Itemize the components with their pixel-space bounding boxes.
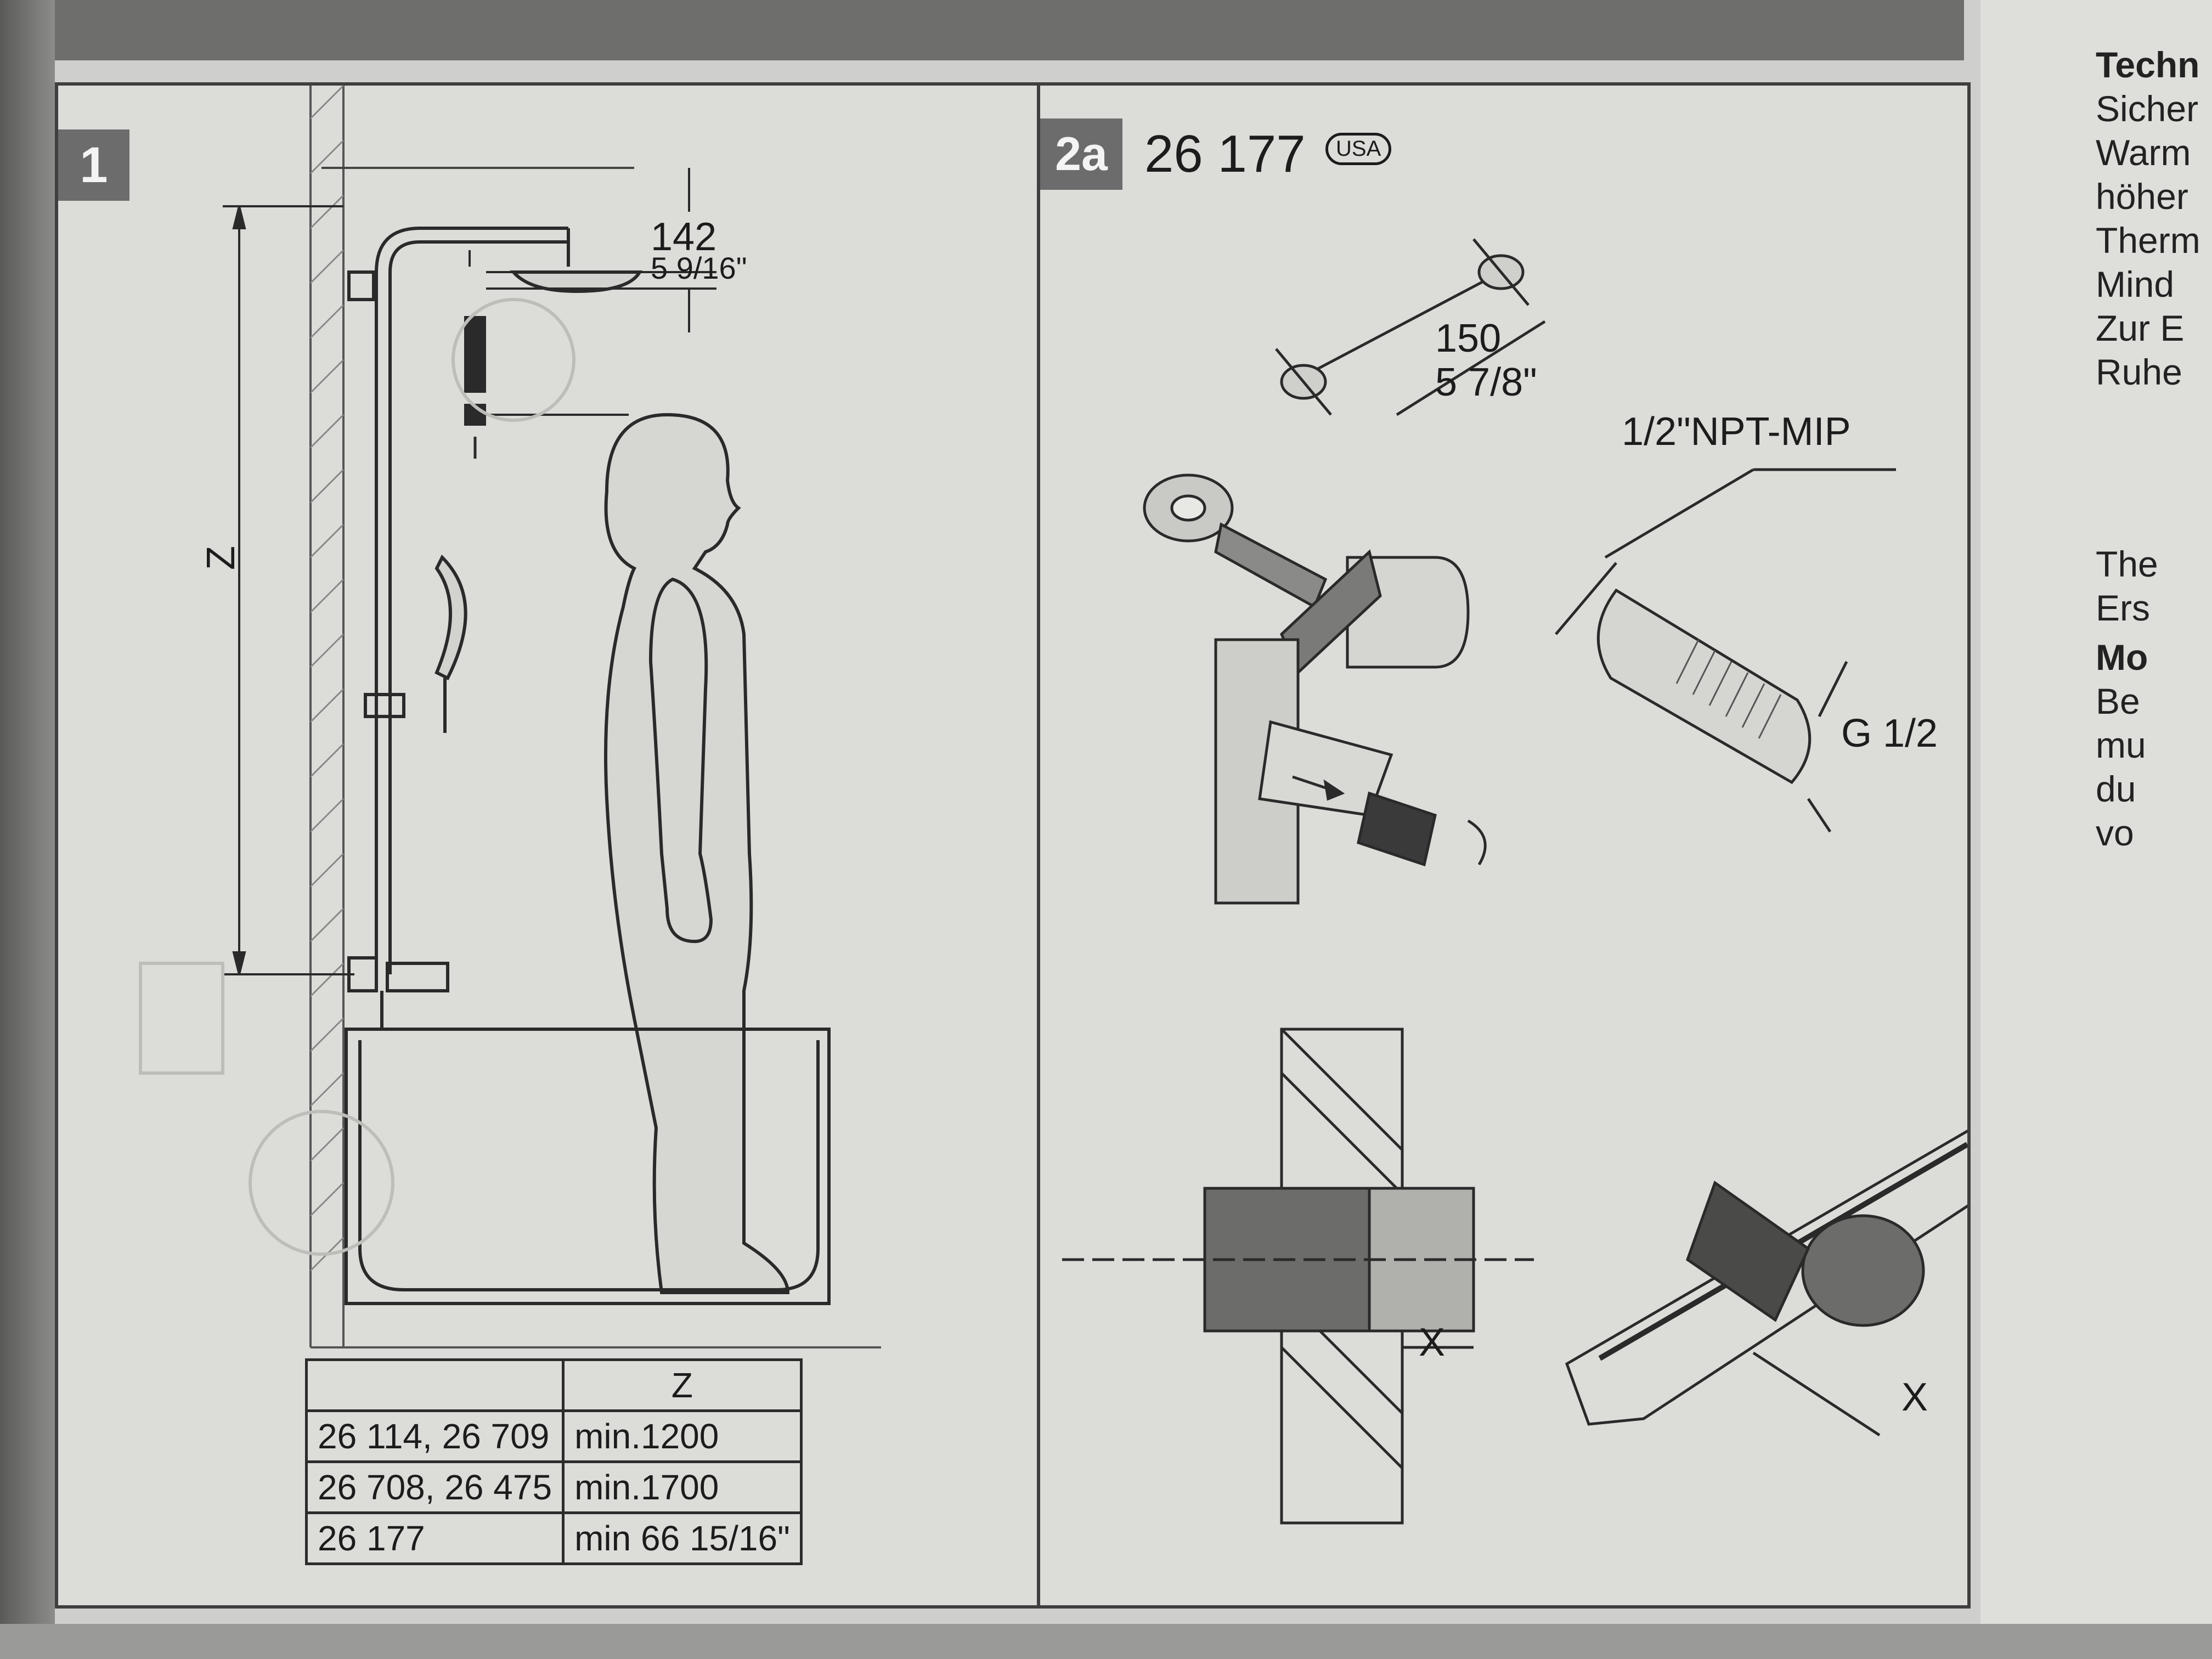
- table-row: 26 708, 26 475 min.1700: [304, 1460, 803, 1514]
- teflon-tape: [1143, 473, 1328, 609]
- hacksaw: [1565, 1129, 1967, 1437]
- step-number-badge: 1: [58, 129, 129, 201]
- adjacent-page-text: Warm: [2096, 132, 2191, 173]
- shower-height-illustration: [139, 86, 881, 1348]
- table-row: 26 114, 26 709 min.1200: [304, 1409, 803, 1463]
- adjacent-page-text: du: [2096, 769, 2136, 809]
- z-height-table: Z 26 114, 26 709 min.1200 26 708, 26 475…: [304, 1358, 803, 1565]
- dimension-142: [469, 168, 716, 416]
- npt-fitting: [1555, 468, 1896, 833]
- step-number-badge: 2a: [1040, 119, 1122, 190]
- table-row: 26 177 min 66 15/16": [304, 1511, 803, 1565]
- person-silhouette: [604, 413, 790, 1294]
- dim-150-label: 150: [1435, 317, 1502, 360]
- escutcheon-spacing: [1275, 238, 1546, 416]
- wall: [309, 86, 881, 1348]
- g-thread-label: G 1/2: [1841, 712, 1938, 755]
- adjacent-page: [1980, 0, 2212, 1659]
- table-header-row: Z: [304, 1358, 803, 1412]
- step-2a-panel: 2a 26 177 USA: [1037, 82, 1971, 1609]
- step-1-panel: 1: [55, 82, 1043, 1609]
- table-cell: [304, 1358, 565, 1412]
- npt-thread-label: 1/2"NPT-MIP: [1622, 410, 1851, 454]
- dim-150-imperial-label: 5 7/8": [1435, 360, 1537, 404]
- adjacent-page-text: Techn: [2096, 44, 2200, 85]
- table-cell-z: min.1700: [562, 1460, 803, 1514]
- adjacent-page-text: vo: [2096, 812, 2134, 853]
- cut-length-x-label: X: [1419, 1321, 1446, 1364]
- shower-column: [347, 227, 643, 1029]
- dim-142-imperial-label: 5 9/16": [651, 251, 747, 285]
- dim-142-label: 142: [651, 215, 717, 259]
- page-edge-bottom: [0, 1624, 2212, 1659]
- z-dimension-label: Z: [199, 546, 243, 570]
- adjacent-page-text: Sicher: [2096, 88, 2199, 129]
- adjacent-page-text: Therm: [2096, 220, 2200, 261]
- table-cell-z: min.1200: [562, 1409, 803, 1463]
- table-header-z: Z: [562, 1358, 803, 1412]
- page-edge-left: [0, 0, 55, 1659]
- adjacent-page-text: The: [2096, 544, 2158, 584]
- adjacent-page-text: Mo: [2096, 637, 2148, 678]
- adjacent-page-text: mu: [2096, 725, 2146, 765]
- adjacent-page-text: Mind: [2096, 264, 2175, 304]
- table-cell-model: 26 114, 26 709: [304, 1409, 565, 1463]
- usa-badge: USA: [1325, 133, 1392, 165]
- threaded-adapter: [1280, 549, 1470, 675]
- fitting-installation-illustration: [1062, 238, 1967, 1525]
- table-cell-model: 26 177: [304, 1511, 565, 1565]
- wall-install: [1214, 638, 1487, 905]
- table-cell-model: 26 708, 26 475: [304, 1460, 565, 1514]
- cut-length-x-label: X: [1901, 1375, 1928, 1419]
- adjacent-page-text: höher: [2096, 176, 2188, 217]
- adjacent-page-text: Be: [2096, 681, 2140, 721]
- wall-cross-section: [1062, 1028, 1534, 1525]
- adjacent-page-text: Zur E: [2096, 308, 2185, 348]
- print-through: [139, 298, 575, 1256]
- adjacent-page-text: Ers: [2096, 588, 2150, 628]
- adjacent-page-text: Ruhe: [2096, 352, 2182, 392]
- model-number: 26 177: [1144, 125, 1306, 183]
- table-cell-z: min 66 15/16": [562, 1511, 803, 1565]
- dimension-z: [223, 205, 354, 975]
- header-band: [55, 0, 1964, 60]
- bathtub: [345, 1028, 831, 1305]
